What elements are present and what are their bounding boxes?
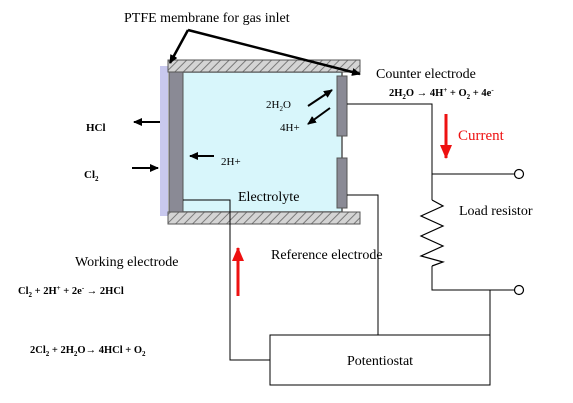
four-h-arrow <box>307 107 331 125</box>
ptfe-label: PTFE membrane for gas inlet <box>124 11 290 26</box>
ptfe-bottom-plate <box>167 211 361 225</box>
two-h2o-label: 2H2O <box>266 99 291 113</box>
potentiostat-box <box>269 334 491 386</box>
gas-membrane <box>160 66 168 216</box>
load-resistor-label: Load resistor <box>459 204 533 219</box>
load-resistor <box>419 199 445 267</box>
overall-equation: 2Cl2 + 2H2O→ 4HCl + O2 <box>30 345 146 358</box>
reference-electrode-bar <box>336 157 348 209</box>
wire-reference <box>347 194 379 335</box>
electrolyte-chamber <box>175 71 343 213</box>
four-h-plus-label: 4H+ <box>280 122 300 134</box>
reference-electrode-label: Reference electrode <box>271 248 383 263</box>
ptfe-pointer-left <box>168 29 190 64</box>
counter-electrode-bar <box>336 75 348 137</box>
wire-counter <box>347 103 515 175</box>
terminal-top <box>513 168 525 180</box>
terminal-bottom <box>513 284 525 296</box>
ptfe-pointer-right <box>187 28 361 76</box>
wire-load-bottom <box>431 266 515 291</box>
wire-working <box>183 199 270 361</box>
counter-electrode-label: Counter electrode <box>376 67 476 82</box>
electrolyte-label: Electrolyte <box>238 190 299 205</box>
h2o-arrow <box>307 89 333 107</box>
working-electrode-label: Working electrode <box>75 255 178 270</box>
potentiostat-label: Potentiostat <box>347 354 413 369</box>
hcl-label: HCl <box>86 122 106 134</box>
working-equation: Cl2 + 2H+ + 2e- → 2HCl <box>18 284 124 299</box>
current-label: Current <box>458 128 505 144</box>
working-electrode-bar <box>168 71 184 213</box>
cl2-label: Cl2 <box>84 169 99 183</box>
counter-equation: 2H2O → 4H+ + O2 + 4e- <box>389 86 494 101</box>
two-h-plus-label: 2H+ <box>221 156 241 168</box>
